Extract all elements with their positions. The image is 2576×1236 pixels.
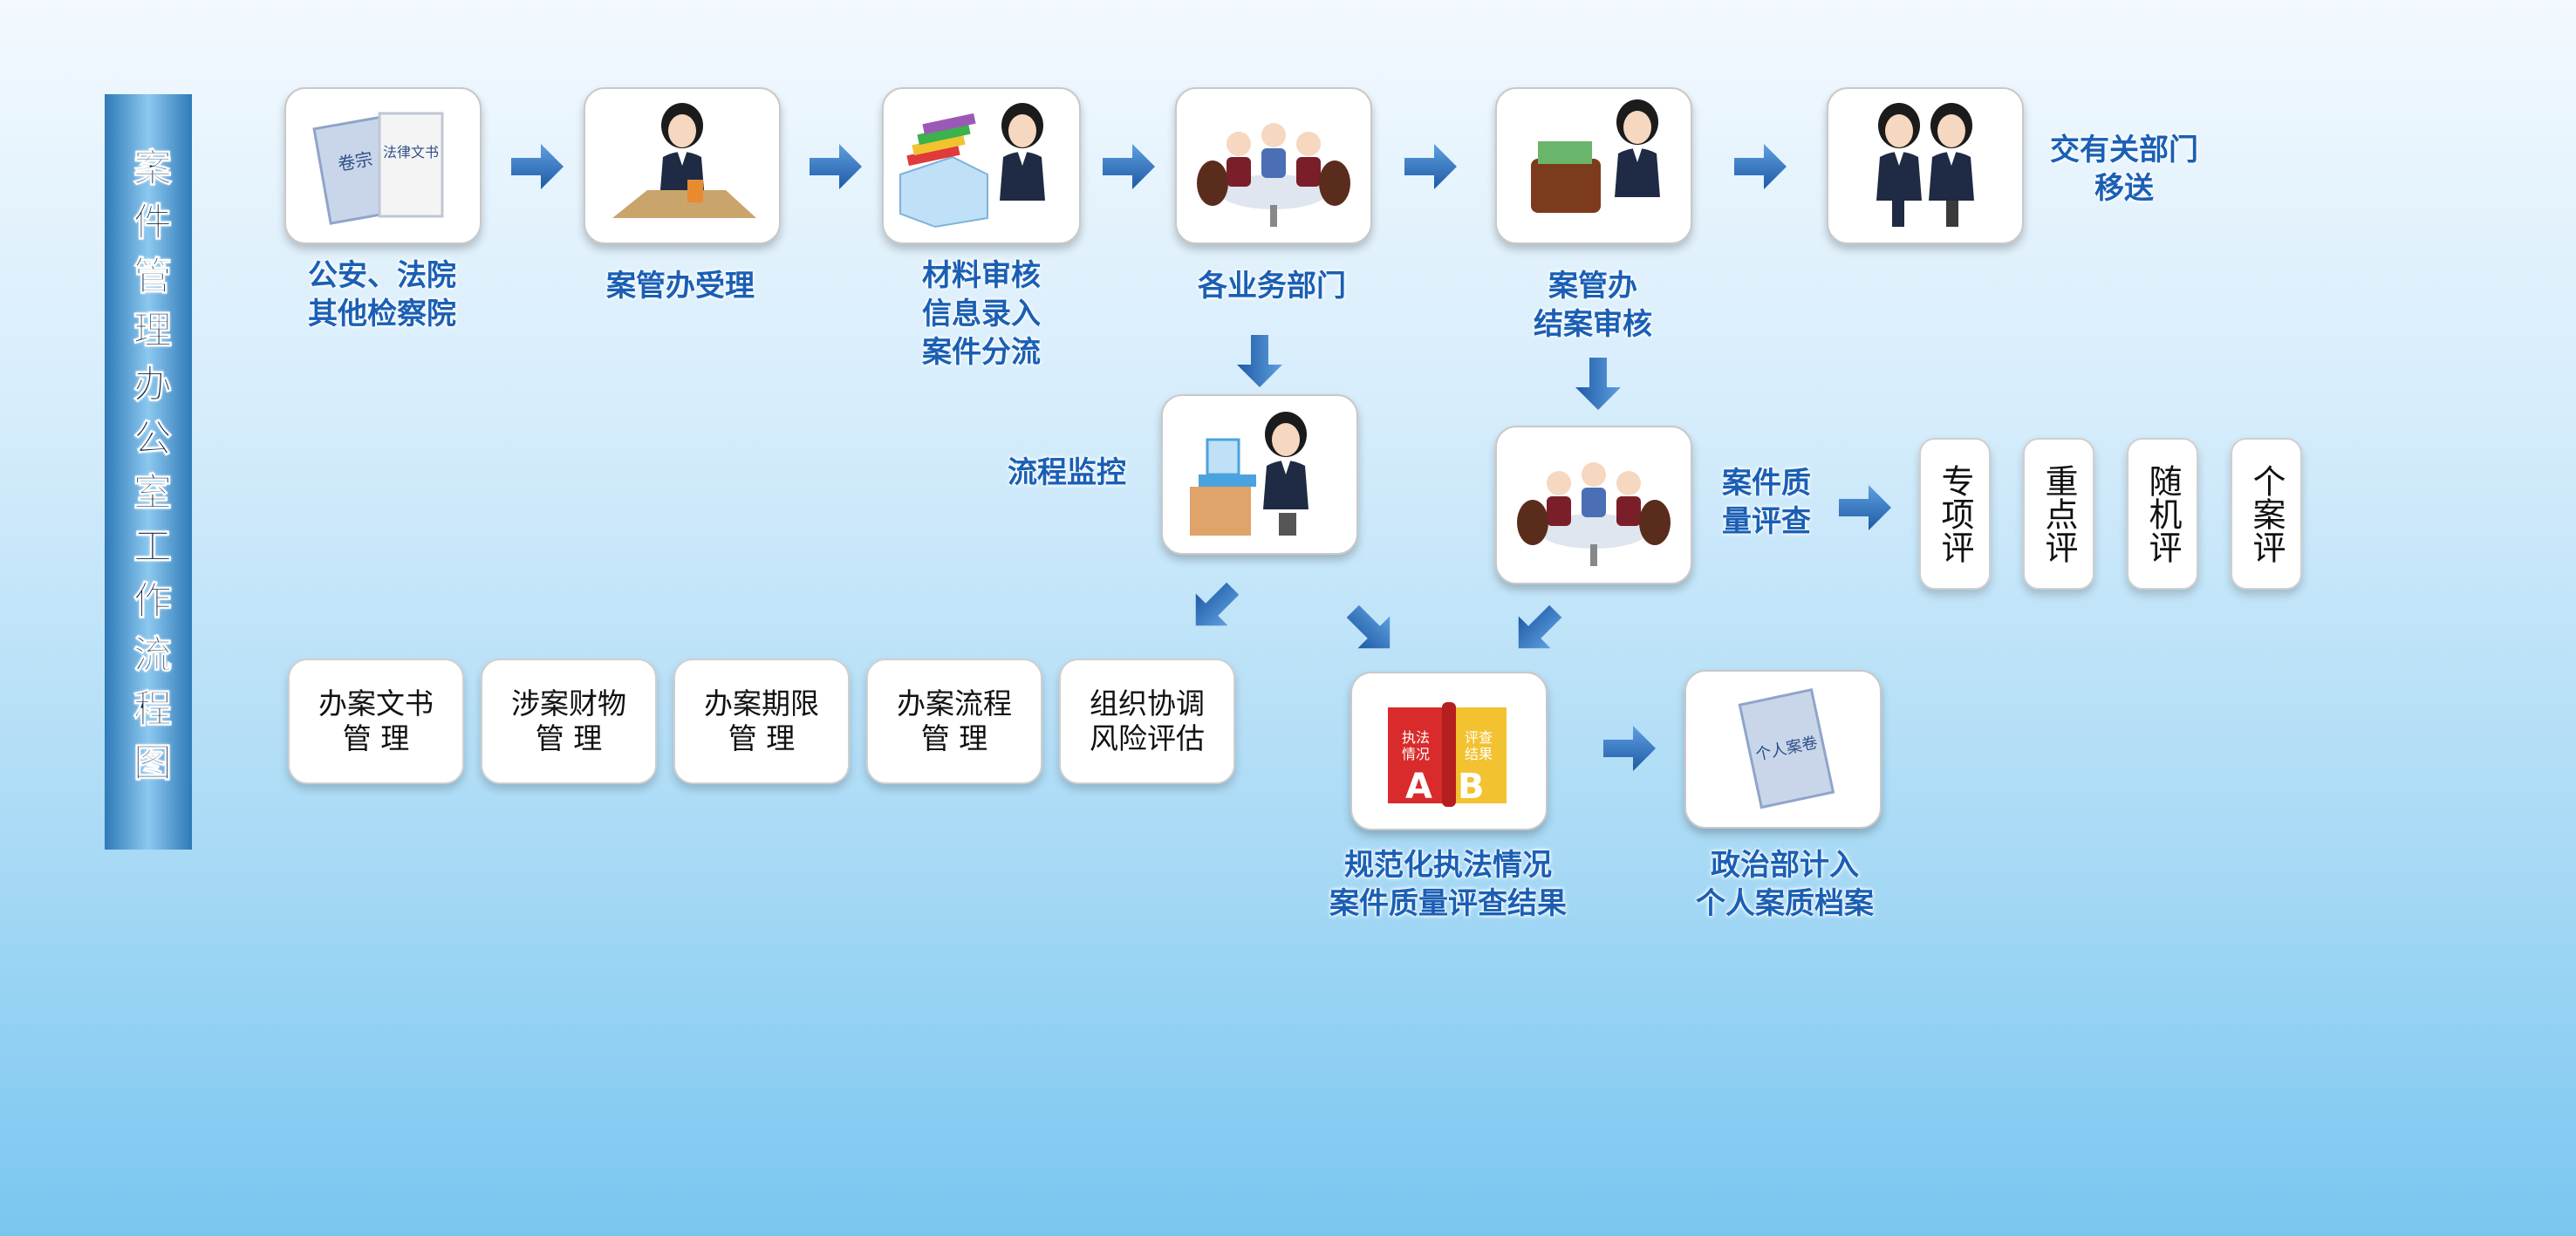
- arrow-diag-down-right: [1343, 602, 1399, 658]
- folder-documents-icon: 卷宗 法律文书: [312, 112, 444, 225]
- svg-text:法律文书: 法律文书: [383, 144, 439, 160]
- computer-operator-icon: [1190, 412, 1308, 536]
- label-quality-review: 案件质 量评查: [1722, 466, 1811, 539]
- mgmt-box-property: 涉案财物 管 理: [481, 659, 657, 784]
- card-police-court: 卷宗 法律文书: [284, 87, 482, 244]
- review-type-special: 专项评: [1919, 438, 1991, 590]
- arrow-right-2: [810, 144, 862, 189]
- title-text: 案件管理办公室工作流程图: [126, 147, 172, 797]
- label-transfer: 交有关部门 移送: [2050, 133, 2198, 206]
- arrow-down-2: [1575, 358, 1621, 410]
- svg-text:B: B: [1458, 767, 1485, 807]
- meeting-icon: [1197, 123, 1350, 227]
- mgmt-box-documents: 办案文书 管 理: [288, 659, 464, 784]
- arrow-right-6: [1839, 485, 1891, 530]
- label-case-acceptance: 案管办受理: [606, 269, 755, 304]
- svg-text:执法情况: 执法情况: [1402, 729, 1430, 762]
- arrow-down-1: [1237, 335, 1282, 387]
- card-process-monitoring: [1161, 394, 1358, 555]
- receptionist-icon: [612, 103, 756, 218]
- card-quality-review: [1495, 426, 1692, 584]
- arrow-right-1: [511, 144, 564, 189]
- mgmt-box-risk: 组织协调 风险评估: [1059, 659, 1235, 784]
- card-case-acceptance: [584, 87, 781, 244]
- svg-text:A: A: [1405, 767, 1432, 807]
- label-process-monitoring: 流程监控: [1008, 455, 1126, 490]
- mgmt-box-process: 办案流程 管 理: [866, 659, 1042, 784]
- label-material-review: 材料审核 信息录入 案件分流: [922, 258, 1041, 370]
- review-type-key: 重点评: [2023, 438, 2094, 590]
- sidebar-title: 案件管理办公室工作流程图: [105, 94, 192, 850]
- card-results-book: 执法情况 评查结果 A B: [1350, 672, 1548, 830]
- card-material-review: [882, 87, 1081, 244]
- briefcase-woman-icon: [1531, 99, 1660, 213]
- review-type-individual: 个案评: [2231, 438, 2302, 590]
- arrow-right-4: [1404, 144, 1457, 189]
- ab-book-icon: 执法情况 评查结果 A B: [1388, 702, 1507, 807]
- card-personal-archive: 个人案卷: [1684, 670, 1882, 829]
- arrow-right-5: [1734, 144, 1787, 189]
- arrow-diag-left: [1186, 579, 1242, 635]
- label-police-court: 公安、法院 其他检察院: [308, 258, 456, 331]
- arrow-right-7: [1603, 726, 1656, 771]
- arrow-diag-down-left: [1509, 602, 1565, 658]
- card-business-departments: [1175, 87, 1372, 244]
- card-closing-review: [1495, 87, 1692, 244]
- handshake-icon: [1876, 103, 1974, 227]
- mgmt-box-deadline: 办案期限 管 理: [673, 659, 850, 784]
- label-personal-archive: 政治部计入 个人案质档案: [1696, 848, 1874, 921]
- label-closing-review: 案管办 结案审核: [1534, 269, 1652, 342]
- svg-text:评查结果: 评查结果: [1465, 729, 1493, 762]
- meeting-icon: [1517, 462, 1671, 566]
- label-business-departments: 各业务部门: [1198, 269, 1346, 304]
- archive-file-icon: 个人案卷: [1738, 687, 1835, 809]
- review-type-random: 随机评: [2127, 438, 2198, 590]
- label-results-book: 规范化执法情况 案件质量评查结果: [1329, 848, 1567, 921]
- files-clerk-icon: [899, 103, 1045, 229]
- arrow-right-3: [1103, 144, 1155, 189]
- card-transfer: [1827, 87, 2024, 244]
